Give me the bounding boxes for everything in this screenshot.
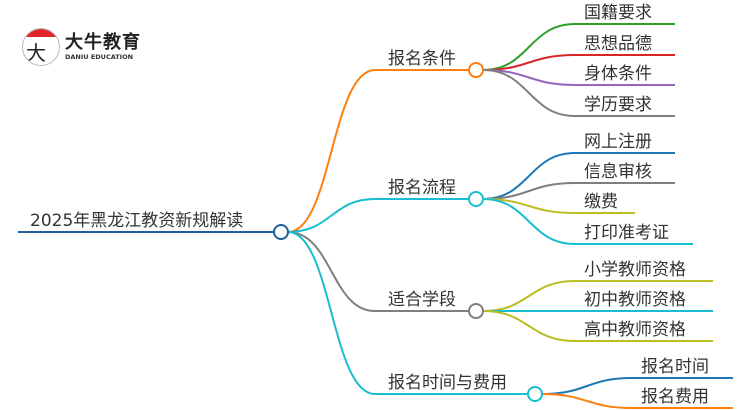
leaf-node-label: 身体条件 xyxy=(584,64,652,84)
leaf-connector xyxy=(482,152,675,200)
leaf-node-label: 思想品德 xyxy=(584,34,652,54)
leaf-connector xyxy=(482,182,675,200)
leaf-connector xyxy=(482,23,675,71)
leaf-node-label: 国籍要求 xyxy=(584,3,652,23)
branch-connector xyxy=(287,69,469,233)
leaf-connector xyxy=(482,280,713,312)
leaf-connector xyxy=(482,198,693,245)
logo-mark-icon: 大 xyxy=(22,28,60,66)
branch-connector xyxy=(287,231,469,312)
logo: 大 大牛教育 DANIU EDUCATION xyxy=(22,28,141,66)
branch-connector xyxy=(287,231,528,395)
leaf-node-label: 初中教师资格 xyxy=(584,290,686,310)
root-node-label: 2025年黑龙江教资新规解读 xyxy=(30,211,243,231)
branch-node-circle xyxy=(468,191,484,207)
branch-connector xyxy=(287,198,469,233)
branch-node-circle xyxy=(527,386,543,402)
leaf-connector xyxy=(541,393,733,409)
leaf-connector xyxy=(541,377,733,395)
leaf-node-label: 学历要求 xyxy=(584,95,652,115)
leaf-connector xyxy=(482,69,675,117)
leaf-node-label: 缴费 xyxy=(584,192,618,212)
branch-node-circle xyxy=(468,62,484,78)
leaf-connector xyxy=(482,310,713,342)
leaf-connector xyxy=(482,198,635,214)
leaf-node-label: 报名费用 xyxy=(641,387,709,407)
root-node-circle xyxy=(273,224,289,240)
leaf-node-label: 报名时间 xyxy=(641,357,709,377)
leaf-connector xyxy=(482,54,675,71)
logo-name: 大牛教育 xyxy=(65,32,141,53)
branch-node-label: 报名流程 xyxy=(388,178,456,198)
leaf-node-label: 网上注册 xyxy=(584,132,652,152)
leaf-connector xyxy=(482,69,675,86)
branch-node-label: 报名条件 xyxy=(388,49,456,69)
branch-node-label: 适合学段 xyxy=(388,290,456,310)
branch-node-label: 报名时间与费用 xyxy=(388,373,507,393)
logo-subtitle: DANIU EDUCATION xyxy=(65,53,134,61)
leaf-node-label: 信息审核 xyxy=(584,162,652,182)
branch-node-circle xyxy=(468,303,484,319)
leaf-node-label: 高中教师资格 xyxy=(584,320,686,340)
leaf-node-label: 小学教师资格 xyxy=(584,260,686,280)
leaf-node-label: 打印准考证 xyxy=(584,223,669,243)
